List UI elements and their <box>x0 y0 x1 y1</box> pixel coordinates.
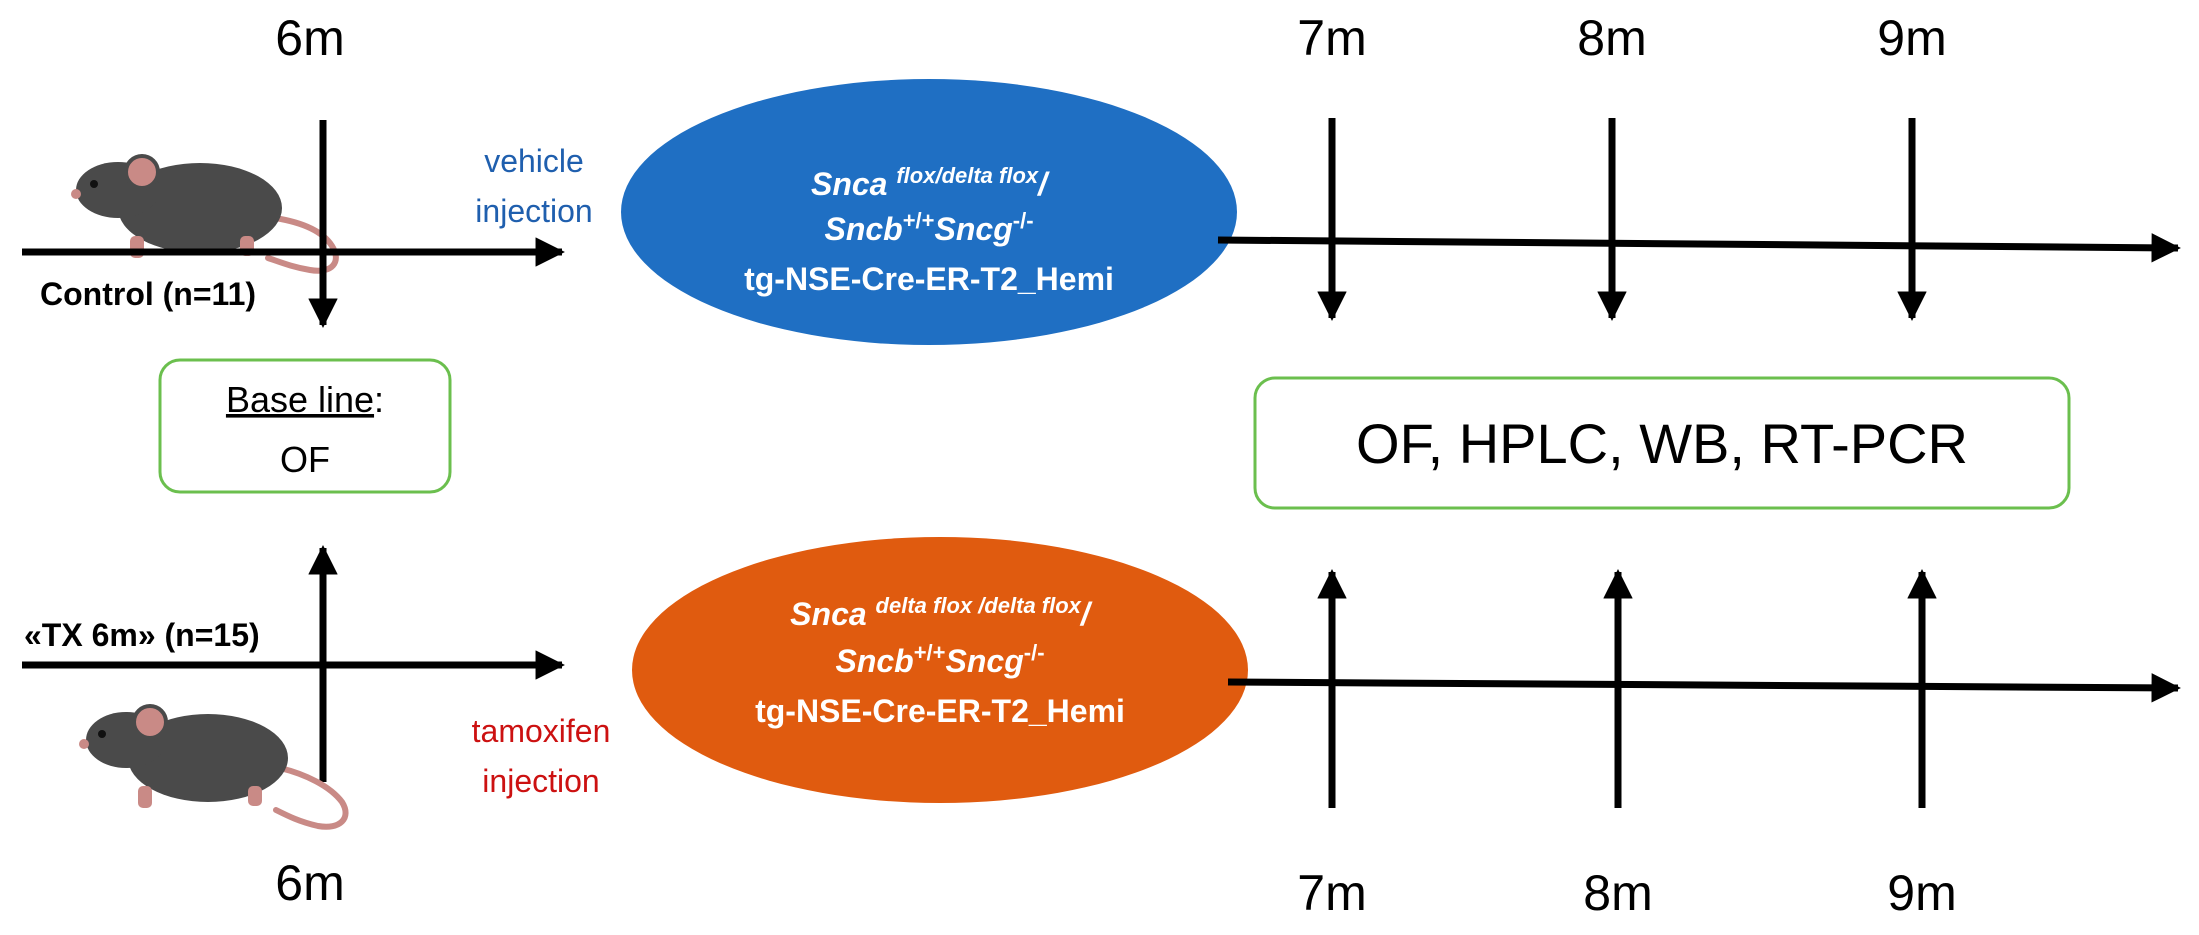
baseline-tests: OF <box>280 439 330 480</box>
control-genotype-line3: tg-NSE-Cre-ER-T2_Hemi <box>744 261 1114 297</box>
tx-group-label: «TX 6m» (n=15) <box>24 617 260 653</box>
timepoint-6m-bottom: 6m <box>275 855 344 911</box>
baseline-title: Base line: <box>226 379 384 420</box>
mouse-icon-tamoxifen <box>79 704 349 830</box>
timepoint-6m-top: 6m <box>275 10 344 66</box>
timepoint-7m-top: 7m <box>1297 10 1366 66</box>
timepoint-9m-bottom: 9m <box>1887 865 1956 921</box>
timepoint-9m-top: 9m <box>1877 10 1946 66</box>
control-group-label: Control (n=11) <box>40 276 256 312</box>
baseline-box <box>158 358 452 494</box>
tx-genotype-line1: Snca delta flox /delta flox/ <box>790 593 1093 632</box>
tx-genotype-line3: tg-NSE-Cre-ER-T2_Hemi <box>755 693 1125 729</box>
control-followup-timeline-arrow <box>1217 233 2181 263</box>
analyses-text: OF, HPLC, WB, RT-PCR <box>1356 412 1968 475</box>
tx-genotype-line2: Sncb+/+Sncg-/- <box>835 640 1044 679</box>
tx-followup-timeline-arrow <box>1227 673 2181 703</box>
control-genotype-line1: Snca flox/delta flox/ <box>811 163 1050 202</box>
tamoxifen-injection-line1: tamoxifen <box>472 713 611 749</box>
timepoint-8m-bottom: 8m <box>1583 865 1652 921</box>
analyses-box <box>1253 376 2071 510</box>
timepoint-8m-top: 8m <box>1577 10 1646 66</box>
tamoxifen-injection-line2: injection <box>482 763 599 799</box>
vehicle-injection-line1: vehicle <box>484 143 584 179</box>
control-genotype-ellipse <box>621 79 1237 345</box>
control-genotype-line2: Sncb+/+Sncg-/- <box>824 208 1033 247</box>
tx-genotype-ellipse <box>632 537 1248 803</box>
timepoint-7m-bottom: 7m <box>1297 865 1366 921</box>
vehicle-injection-line2: injection <box>475 193 592 229</box>
